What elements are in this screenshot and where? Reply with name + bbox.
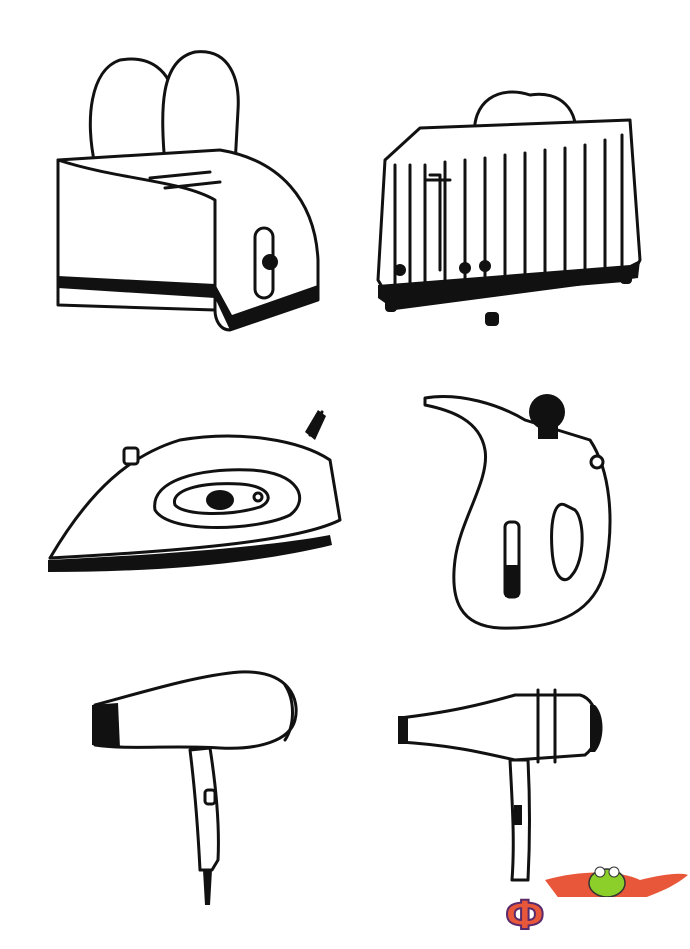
watermark-logo: Ф — [504, 892, 546, 940]
temperature-dial — [206, 490, 234, 510]
steamer-cap — [529, 394, 565, 430]
hair-dryer-plain — [92, 670, 298, 905]
dryer-barrel — [93, 670, 298, 750]
lever-knob — [262, 254, 278, 270]
garment-steamer — [423, 394, 612, 630]
striped-toaster — [376, 90, 642, 326]
toaster-with-toast — [56, 50, 320, 332]
hair-dryer-banded — [398, 688, 603, 882]
iron-body — [48, 434, 342, 560]
clothes-iron — [48, 410, 342, 572]
toast-slice-front — [161, 50, 240, 167]
